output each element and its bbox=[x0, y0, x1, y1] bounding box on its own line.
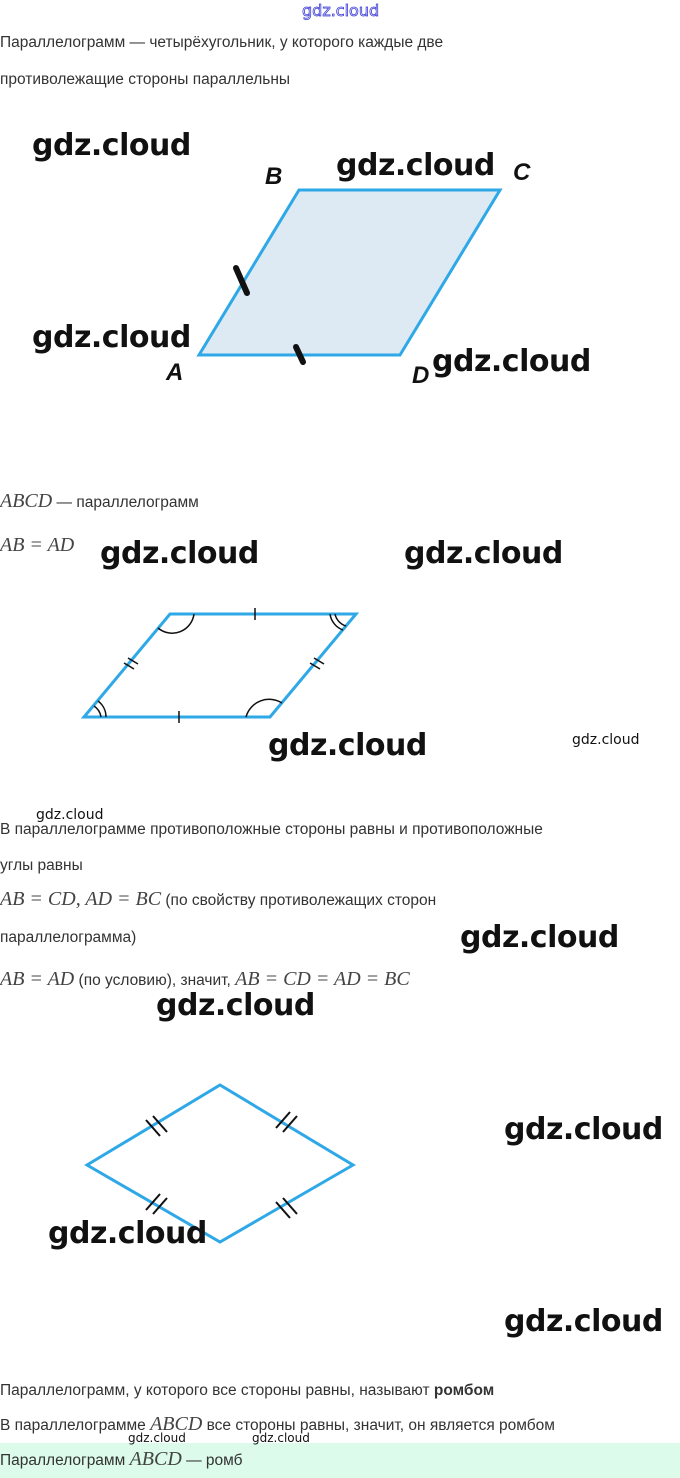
watermark: gdz.cloud bbox=[572, 732, 640, 748]
watermark: gdz.cloud bbox=[156, 988, 315, 1023]
angles-figure bbox=[80, 608, 360, 723]
prop-line1: В параллелограмме противоположные сторон… bbox=[0, 821, 543, 838]
answer-highlight bbox=[0, 1443, 680, 1478]
math-abcd: ABCD bbox=[129, 1448, 182, 1470]
math-abcd: ABCD bbox=[0, 490, 53, 512]
watermark: gdz.cloud bbox=[504, 1304, 663, 1339]
vertex-d: D bbox=[412, 362, 429, 389]
math-eq1: AB = CD, AD = BC bbox=[0, 888, 162, 910]
watermark: gdz.cloud bbox=[336, 148, 495, 183]
prop-note1: (по свойству противолежащих сторон bbox=[161, 892, 437, 909]
math-eq2b: AB = CD = AD = BC bbox=[235, 968, 410, 990]
watermark: gdz.cloud bbox=[302, 1, 380, 21]
vertex-c: C bbox=[513, 159, 531, 186]
vertex-a: A bbox=[165, 359, 183, 386]
watermark: gdz.cloud bbox=[460, 920, 619, 955]
prop-line3: параллелограмма) bbox=[0, 929, 137, 946]
watermark: gdz.cloud bbox=[32, 320, 191, 355]
intro-line2: противолежащие стороны параллельны bbox=[0, 71, 291, 88]
prop-line2: углы равны bbox=[0, 857, 83, 874]
math-eq2a: AB = AD bbox=[0, 968, 75, 990]
def-term: ромбом bbox=[433, 1382, 495, 1399]
math-abcd: ABCD bbox=[150, 1413, 203, 1435]
parallelogram-figure: A B C D bbox=[165, 159, 531, 389]
watermark: gdz.cloud bbox=[404, 536, 563, 571]
vertex-b: B bbox=[265, 163, 282, 190]
watermark: gdz.cloud bbox=[268, 728, 427, 763]
answer-b: — ромб bbox=[181, 1452, 243, 1469]
watermark: gdz.cloud bbox=[32, 128, 191, 163]
watermark: gdz.cloud bbox=[252, 1431, 310, 1445]
prop-note2: (по условию), значит, bbox=[74, 972, 236, 989]
math-ab-ad: AB = AD bbox=[0, 534, 75, 556]
conc-a: В параллелограмме bbox=[0, 1417, 151, 1434]
watermark: gdz.cloud bbox=[128, 1431, 186, 1445]
conc-b: все стороны равны, значит, он является р… bbox=[202, 1417, 555, 1434]
given-text: — параллелограмм bbox=[52, 494, 199, 511]
intro-line1: Параллелограмм — четырёхугольник, у кото… bbox=[0, 34, 444, 51]
watermark: gdz.cloud bbox=[36, 807, 104, 823]
watermark: gdz.cloud bbox=[100, 536, 259, 571]
watermark: gdz.cloud bbox=[48, 1216, 207, 1251]
rhombus-figure bbox=[84, 1083, 356, 1244]
answer-a: Параллелограмм bbox=[0, 1452, 130, 1469]
def-text: Параллелограмм, у которого все стороны р… bbox=[0, 1382, 434, 1399]
watermark: gdz.cloud bbox=[504, 1112, 663, 1147]
watermark: gdz.cloud bbox=[432, 344, 591, 379]
